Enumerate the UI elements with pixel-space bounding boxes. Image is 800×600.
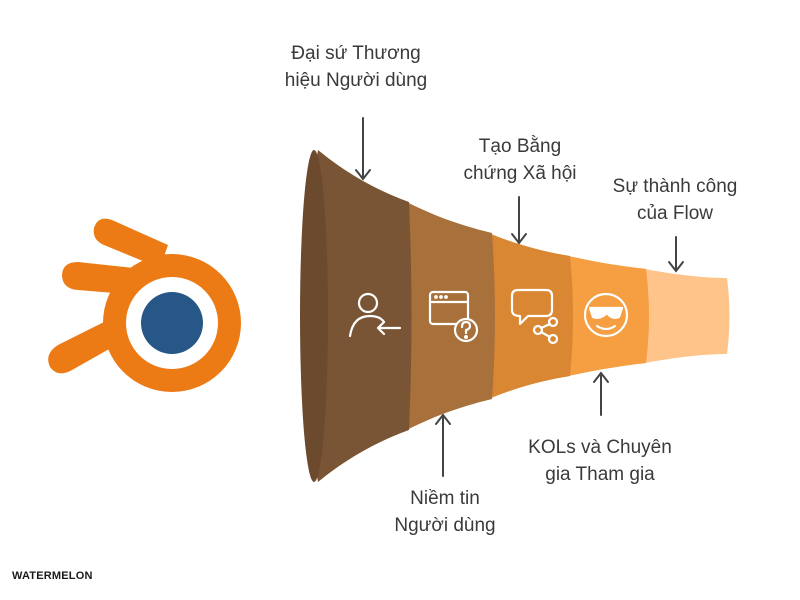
funnel-segment-4 (564, 255, 649, 377)
funnel-rim (300, 150, 328, 482)
funnel-segment-5 (640, 268, 730, 364)
user-arrow-icon (348, 292, 402, 338)
funnel-segment-2 (403, 200, 495, 432)
arrow-dai-su (355, 117, 371, 181)
cool-face-icon (583, 292, 629, 338)
arrow-kols (593, 371, 609, 416)
label-kols: KOLs và Chuyên gia Tham gia (528, 437, 672, 485)
label-niem-tin: Niềm tin Người dùng (394, 488, 496, 536)
watermark-logo: WATERMELON (12, 570, 93, 582)
browser-question-icon (428, 290, 479, 343)
arrow-su-thanh-cong (668, 236, 684, 273)
arrow-niem-tin (435, 413, 451, 477)
label-dai-su: Đại sứ Thương hiệu Người dùng (284, 43, 428, 91)
label-tao-bang-chung: Tạo Bằng chứng Xã hội (463, 136, 577, 184)
label-su-thanh-cong: Sự thành công của Flow (612, 176, 738, 224)
chat-share-icon (510, 288, 559, 345)
logo-prong-top (93, 218, 168, 268)
funnel-segment-1 (301, 150, 412, 482)
arrow-tao-bang-chung (511, 196, 527, 245)
logo-core (141, 292, 203, 354)
blender-logo-icon (48, 218, 241, 392)
